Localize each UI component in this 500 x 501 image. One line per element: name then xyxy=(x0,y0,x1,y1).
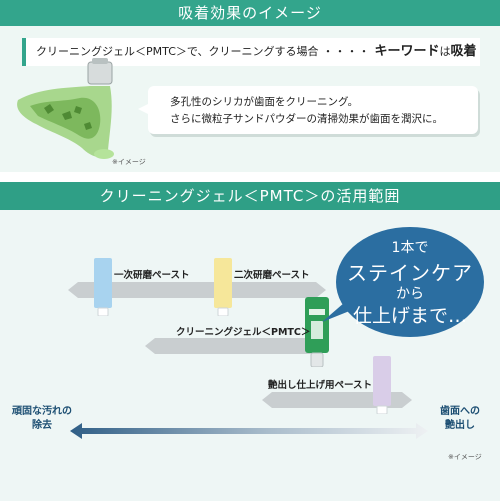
callout-line-3: から xyxy=(396,286,424,302)
primary-paste-tube-icon xyxy=(94,258,112,316)
left-end-label: 頑固な汚れの 除去 xyxy=(12,405,72,433)
secondary-paste-label: 二次研磨ペースト xyxy=(234,270,310,281)
finishing-paste-label: 艶出し仕上げ用ペースト xyxy=(268,380,373,391)
cleaning-gel-tube-icon xyxy=(305,297,329,367)
left-end-line-2: 除去 xyxy=(32,420,52,431)
callout-line-2: ステインケア xyxy=(347,261,473,285)
range-bar-cleaning-gel xyxy=(145,338,325,354)
gel-tube-illustration-icon xyxy=(17,58,114,159)
cleaning-gel-label: クリーニングジェル＜PMTC＞ xyxy=(176,327,311,338)
primary-paste-label: 一次研磨ペースト xyxy=(114,270,190,281)
right-end-line-2: 艶出し xyxy=(445,420,475,431)
right-end-line-1: 歯面への xyxy=(440,406,480,417)
secondary-paste-tube-icon xyxy=(214,258,232,316)
bubble-line-2: さらに微粒子サンドパウダーの清掃効果が歯面を潤沢に。 xyxy=(170,113,443,125)
left-end-line-1: 頑固な汚れの xyxy=(12,406,72,417)
keyword-label: キーワード xyxy=(374,44,440,59)
keyword-prefix: クリーニングジェル＜PMTC＞で、クリーニングする場合 xyxy=(36,45,319,58)
range-gradient-arrow-icon xyxy=(70,423,428,439)
callout-line-4: 仕上げまで… xyxy=(352,305,467,327)
one-tube-callout: 1本で ステインケア から 仕上げまで… xyxy=(336,227,484,337)
finishing-paste-tube-icon xyxy=(373,356,391,414)
keyword-wa: は xyxy=(439,45,451,58)
panel-title: クリーニングジェル＜PMTC＞の活用範囲 xyxy=(0,182,500,210)
keyword-value: 吸着 xyxy=(450,44,477,59)
explanation-bubble: 多孔性のシリカが歯面をクリーニング。 さらに微粒子サンドパウダーの清掃効果が歯面… xyxy=(148,86,478,134)
adsorption-effect-panel: 吸着効果のイメージ クリーニングジェル＜PMTC＞で、クリーニングする場合・・・… xyxy=(0,0,500,172)
image-note: ※イメージ xyxy=(112,158,146,166)
keyword-dots: ・・・・ xyxy=(322,45,371,58)
panel-title: 吸着効果のイメージ xyxy=(0,0,500,26)
right-end-label: 歯面への 艶出し xyxy=(432,405,488,433)
callout-line-1: 1本で xyxy=(391,240,429,256)
range-bar-secondary xyxy=(186,282,326,298)
bubble-line-1: 多孔性のシリカが歯面をクリーニング。 xyxy=(170,96,359,108)
image-note: ※イメージ xyxy=(448,453,482,461)
